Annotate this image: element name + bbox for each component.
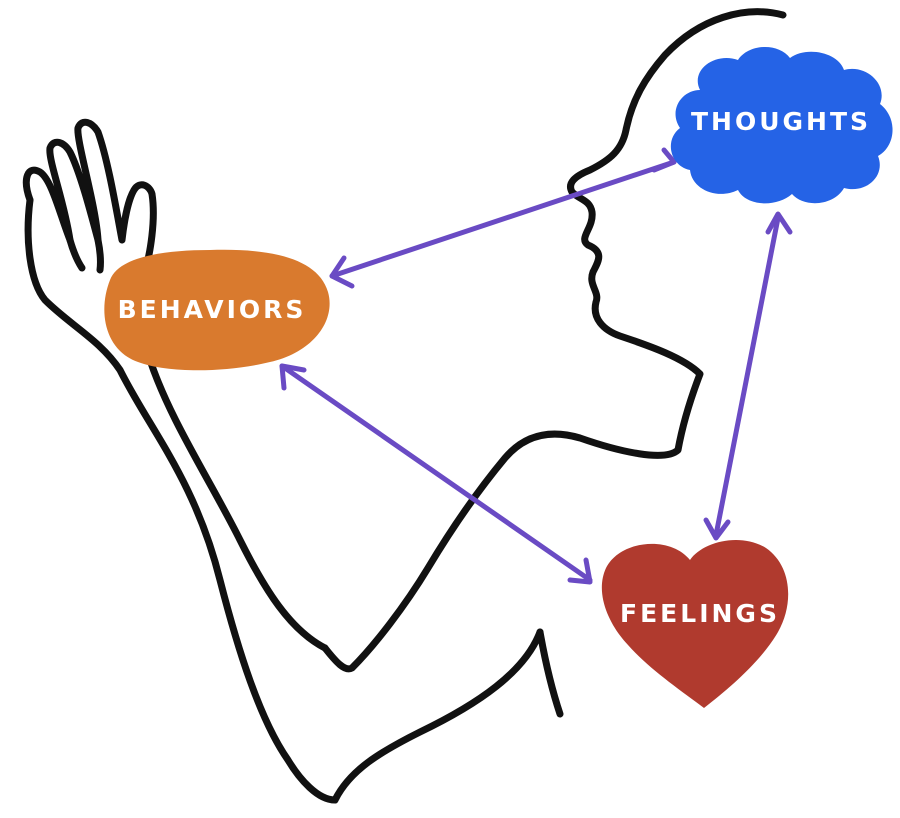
arrow-thoughts-feelings bbox=[716, 218, 778, 535]
thoughts-node: THOUGHTS bbox=[671, 47, 893, 203]
hand-outline bbox=[26, 122, 153, 270]
behaviors-label: BEHAVIORS bbox=[118, 295, 307, 324]
arm-inner-outline bbox=[150, 360, 325, 648]
thoughts-label: THOUGHTS bbox=[691, 107, 871, 136]
arrowhead-at-thoughts bbox=[654, 150, 674, 170]
arm-outer-outline bbox=[540, 632, 560, 714]
arrows-group bbox=[282, 150, 790, 582]
arrow-behaviors-feelings bbox=[282, 366, 590, 580]
hand-thumb-outline bbox=[98, 240, 100, 270]
feelings-label: FEELINGS bbox=[620, 599, 780, 628]
feelings-node: FEELINGS bbox=[602, 540, 788, 708]
hand-finger-line-2 bbox=[70, 240, 82, 268]
arrow-behaviors-thoughts bbox=[332, 162, 674, 276]
behaviors-node: BEHAVIORS bbox=[104, 250, 329, 371]
